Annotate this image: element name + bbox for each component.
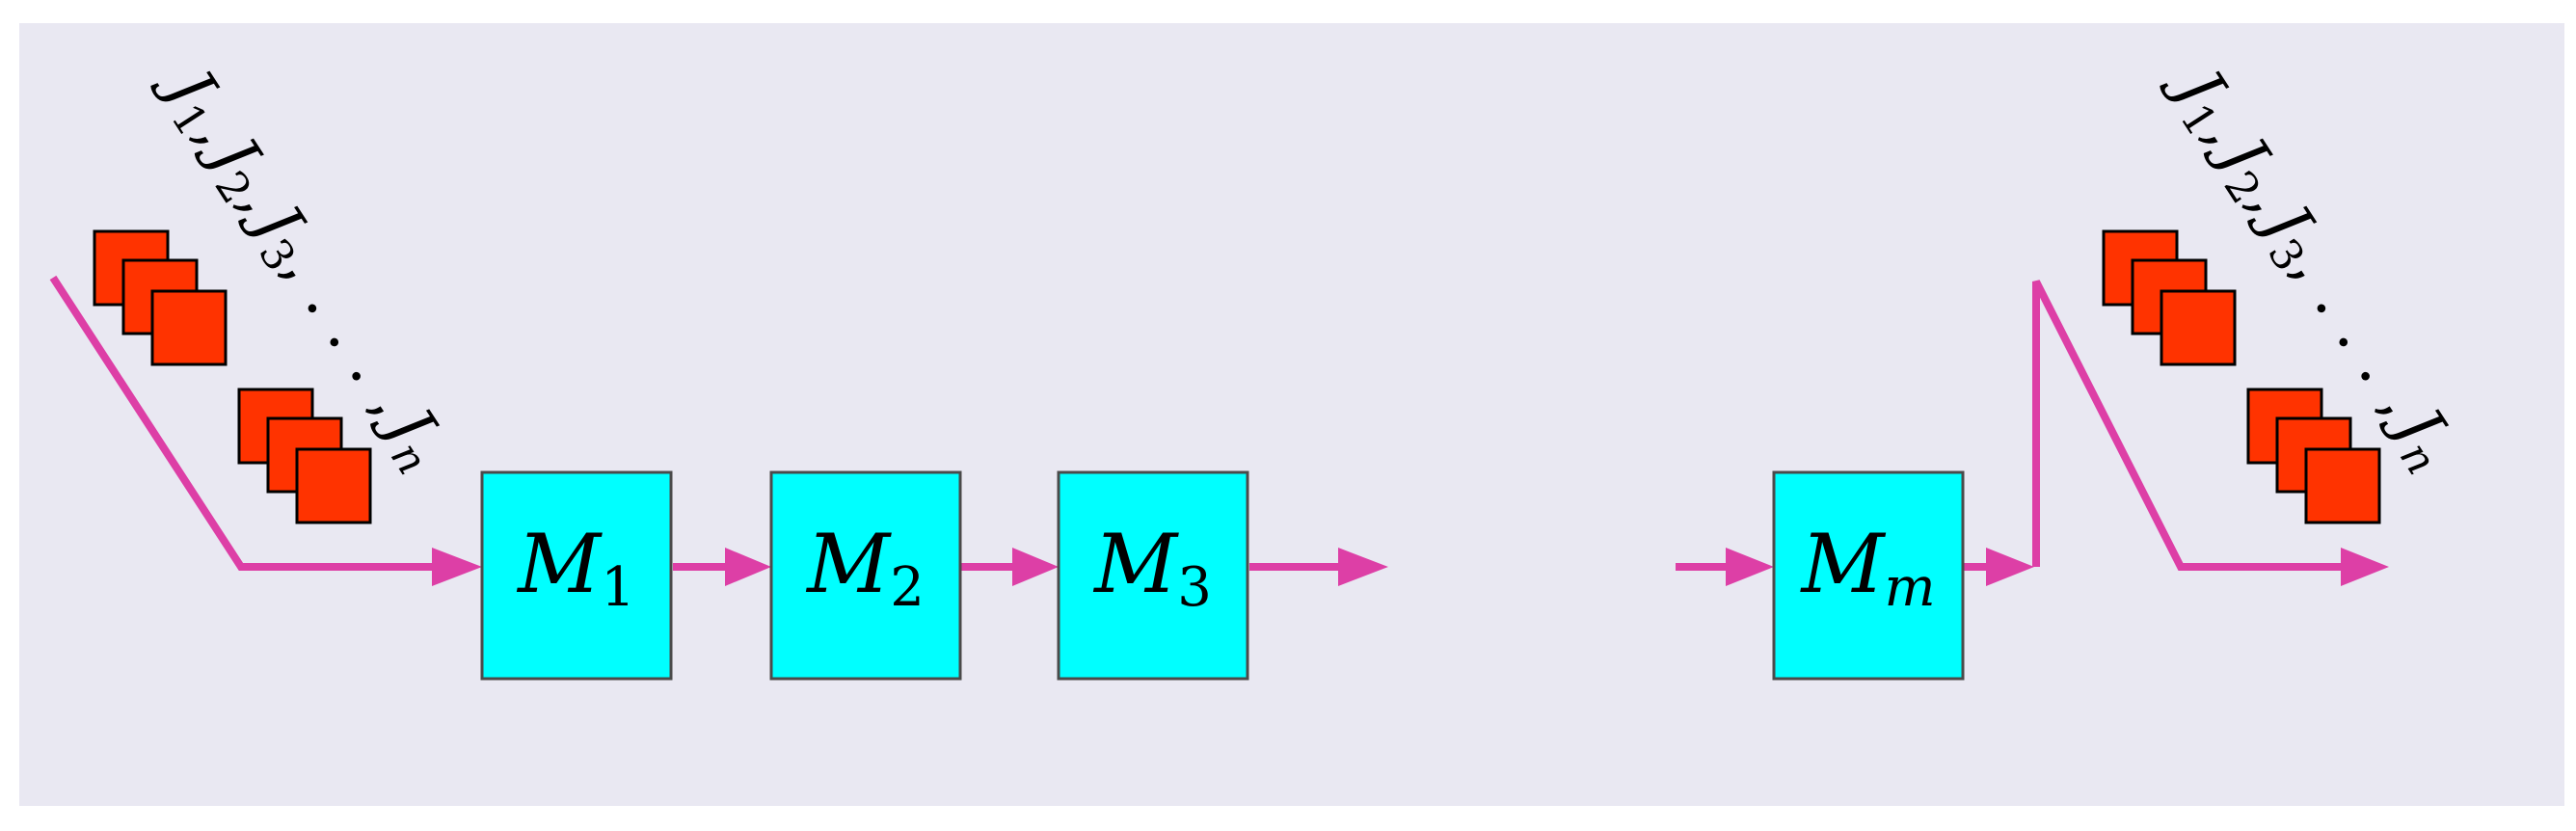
input-job-stack-lower <box>237 388 372 524</box>
arrowhead-into-m1 <box>432 548 482 586</box>
machine-label: Mm <box>1799 517 1935 619</box>
input-flow-line <box>49 275 463 571</box>
arrowhead-after-m3 <box>1338 548 1388 586</box>
job-square <box>295 447 372 524</box>
output-flow-line <box>2032 280 2350 571</box>
machine-m1: M1 <box>480 470 673 681</box>
job-square <box>2304 447 2381 524</box>
machine-m3: M3 <box>1057 470 1249 681</box>
machine-box <box>1772 470 1965 681</box>
flow-lines <box>49 275 2350 571</box>
arrowheads <box>432 548 2389 586</box>
arrowhead-after-mm <box>1986 548 2034 586</box>
job-square <box>2160 289 2237 366</box>
machine-label: M2 <box>805 517 925 619</box>
arrowhead-into-m2 <box>725 548 771 586</box>
machine-label: M3 <box>1092 517 1212 619</box>
output-job-stack-upper <box>2102 229 2237 366</box>
machine-m2: M2 <box>769 470 962 681</box>
machine-box <box>480 470 673 681</box>
input-job-stack-upper <box>93 229 228 366</box>
machine-mm: Mm <box>1772 470 1965 681</box>
machine-box <box>1057 470 1249 681</box>
arrowhead-output <box>2341 548 2389 586</box>
arrowhead-into-m3 <box>1012 548 1059 586</box>
machine-box <box>769 470 962 681</box>
machine-label: M1 <box>516 517 635 619</box>
job-square <box>150 289 228 366</box>
arrowhead-into-mm <box>1726 548 1774 586</box>
output-job-stack-lower <box>2246 388 2381 524</box>
machines: M1 M2 M3 Mm <box>480 470 1965 681</box>
job-stacks <box>93 229 2381 524</box>
diagram-background <box>19 23 2564 806</box>
